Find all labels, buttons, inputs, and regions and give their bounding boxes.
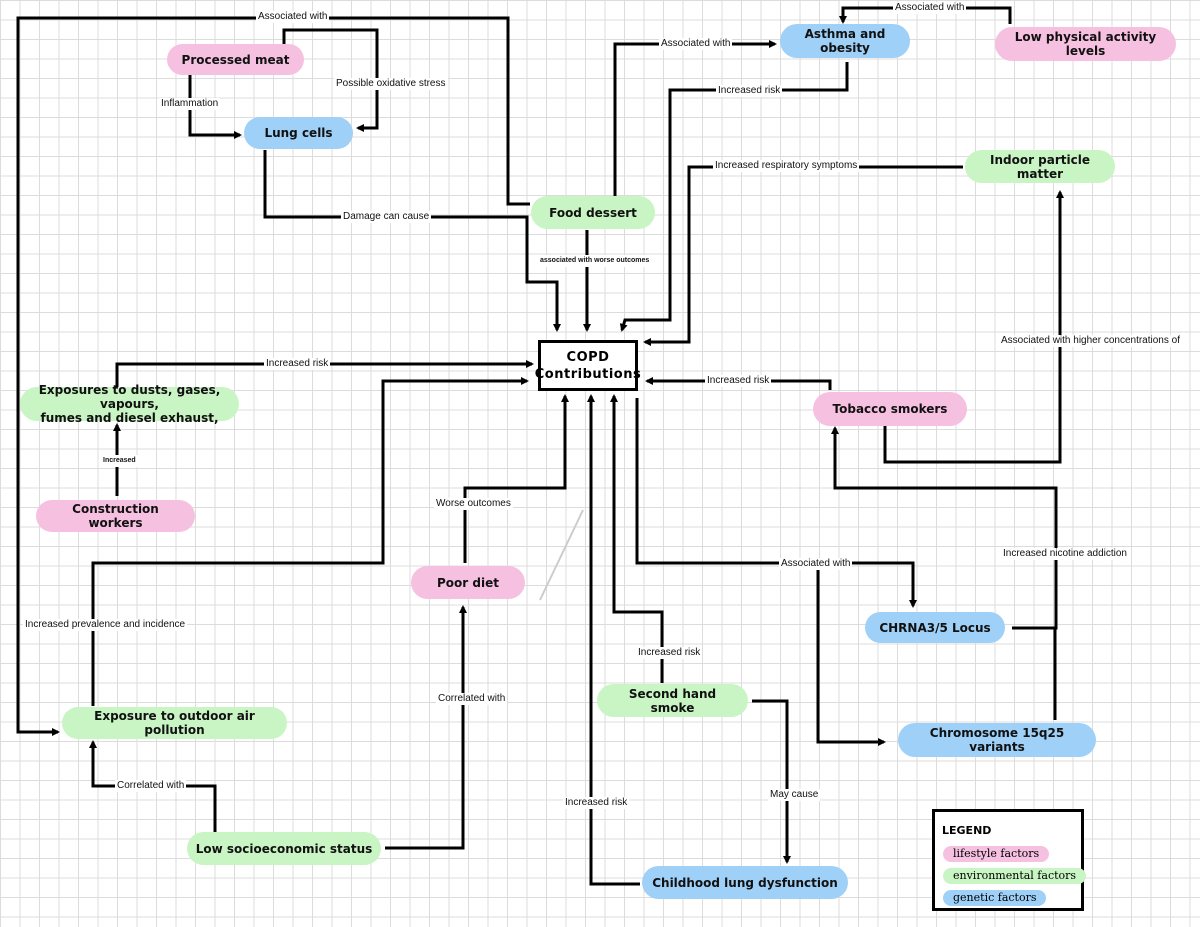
edge-food-to-asthma [613, 40, 777, 196]
dusts-label-line2: fumes and diesel exhaust, [40, 411, 219, 425]
edge-meat-to-lung-inflammation [188, 72, 242, 139]
node-asthma-obesity[interactable]: Asthma and obesity [780, 24, 910, 58]
legend: LEGEND lifestyle factors environmental f… [932, 809, 1087, 911]
label-increased-risk-asthma: Increased risk [716, 85, 783, 97]
node-second-hand-smoke[interactable]: Second hand smoke [597, 684, 748, 717]
legend-lifestyle: lifestyle factors [943, 846, 1050, 862]
dusts-label-line1: Exposures to dusts, gases, vapours, [38, 383, 221, 411]
copd-title-line2: Contributions [534, 366, 642, 382]
node-construction-workers[interactable]: Construction workers [36, 500, 195, 532]
node-chrna[interactable]: CHRNA3/5 Locus [865, 612, 1005, 643]
copd-contributions-box[interactable]: COPD Contributions [534, 340, 642, 391]
edge-shs-to-childhood [752, 699, 791, 864]
label-associated-higher: Associated with higher concentrations of [999, 335, 1182, 347]
node-chromosome[interactable]: Chromosome 15q25 variants [898, 723, 1096, 757]
edge-dusts-to-copd [115, 360, 534, 390]
label-increased-resp: Increased respiratory symptoms [713, 160, 860, 172]
edge-outdoor-to-copd [91, 377, 529, 706]
label-inflammation: Inflammation [159, 98, 221, 110]
label-correlated-poor-diet: Correlated with [436, 693, 508, 705]
label-associated-worse: associated with worse outcomes [538, 255, 652, 267]
label-increased-risk-dusts: Increased risk [264, 358, 331, 370]
stray-line [539, 509, 584, 601]
label-associated-low-pa: Associated with [893, 2, 967, 14]
edge-tobacco-to-indoor [883, 190, 1064, 464]
label-may-cause: May cause [768, 789, 821, 801]
node-food-dessert[interactable]: Food dessert [531, 196, 655, 229]
edge-indoor-to-copd [643, 165, 963, 346]
node-low-physical-activity[interactable]: Low physical activity levels [995, 27, 1176, 61]
node-outdoor-air[interactable]: Exposure to outdoor air pollution [62, 707, 287, 739]
edge-meat-to-lung-oxidative [282, 28, 379, 132]
edge-diet-to-copd [463, 394, 569, 563]
copd-title-line1: COPD [566, 349, 610, 365]
node-processed-meat[interactable]: Processed meat [167, 44, 304, 75]
node-low-ses[interactable]: Low socioeconomic status [187, 832, 381, 865]
node-lung-cells[interactable]: Lung cells [244, 117, 353, 149]
label-associated-chrna: Associated with [779, 558, 853, 570]
label-increased-prevalence: Increased prevalence and incidence [23, 619, 188, 631]
node-poor-diet[interactable]: Poor diet [411, 566, 525, 599]
node-exposures-dusts[interactable]: Exposures to dusts, gases, vapours, fume… [20, 383, 239, 425]
edge-copd-to-chromosome [816, 563, 886, 746]
legend-title: LEGEND [942, 824, 992, 837]
edge-lung-to-copd [263, 150, 561, 332]
label-increased-risk-childhood: Increased risk [563, 797, 630, 809]
label-associated-asthma: Associated with [659, 38, 733, 50]
label-worse-outcomes: Worse outcomes [434, 498, 513, 510]
label-oxidative-stress: Possible oxidative stress [334, 78, 448, 90]
edge-asthma-to-copd [619, 62, 849, 332]
label-correlated-outdoor: Correlated with [115, 780, 187, 792]
label-increased-risk-tobacco: Increased risk [705, 375, 772, 387]
label-increased-risk-shs: Increased risk [636, 647, 703, 659]
legend-genetic: genetic factors [943, 890, 1047, 906]
edge-copd-to-chrna [635, 398, 917, 608]
label-increased-nicotine: Increased nicotine addiction [1001, 548, 1129, 560]
label-damage-can-cause: Damage can cause [341, 211, 432, 223]
label-increased-small: Increased [101, 455, 138, 467]
edge-ses-to-diet [385, 605, 467, 850]
node-tobacco-smokers[interactable]: Tobacco smokers [813, 392, 967, 426]
legend-environmental: environmental factors [943, 868, 1087, 884]
node-childhood-lung[interactable]: Childhood lung dysfunction [642, 866, 848, 899]
label-associated-top: Associated with [256, 11, 330, 23]
node-indoor-particle[interactable]: Indoor particle matter [965, 150, 1115, 183]
edge-genetic-to-tobacco [831, 426, 1058, 630]
edge-childhood-to-copd [587, 394, 640, 886]
